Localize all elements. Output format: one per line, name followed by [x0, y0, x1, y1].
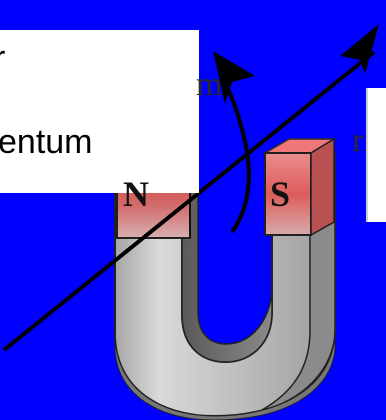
- diagonal-arrowhead: [340, 24, 379, 74]
- south-pole-side: [310, 137, 335, 237]
- north-pole-label: N: [123, 174, 149, 214]
- magnet-bottom-shade: [114, 329, 336, 420]
- arc-arrowhead: [213, 51, 255, 104]
- caption-box-left: r entum: [0, 30, 199, 193]
- caption-line-2: entum: [0, 123, 93, 161]
- south-pole-label: S: [270, 174, 291, 214]
- arc-arrow-line: [224, 83, 251, 234]
- momentum-arrows: [2, 24, 379, 352]
- caption-line-1: r: [0, 38, 5, 78]
- diagonal-arrow-line: [2, 50, 376, 352]
- partial-letter-m: m: [196, 66, 223, 103]
- partial-letter-r: r: [352, 122, 364, 159]
- south-pole-block: [262, 137, 337, 237]
- caption-box-right: [366, 88, 386, 222]
